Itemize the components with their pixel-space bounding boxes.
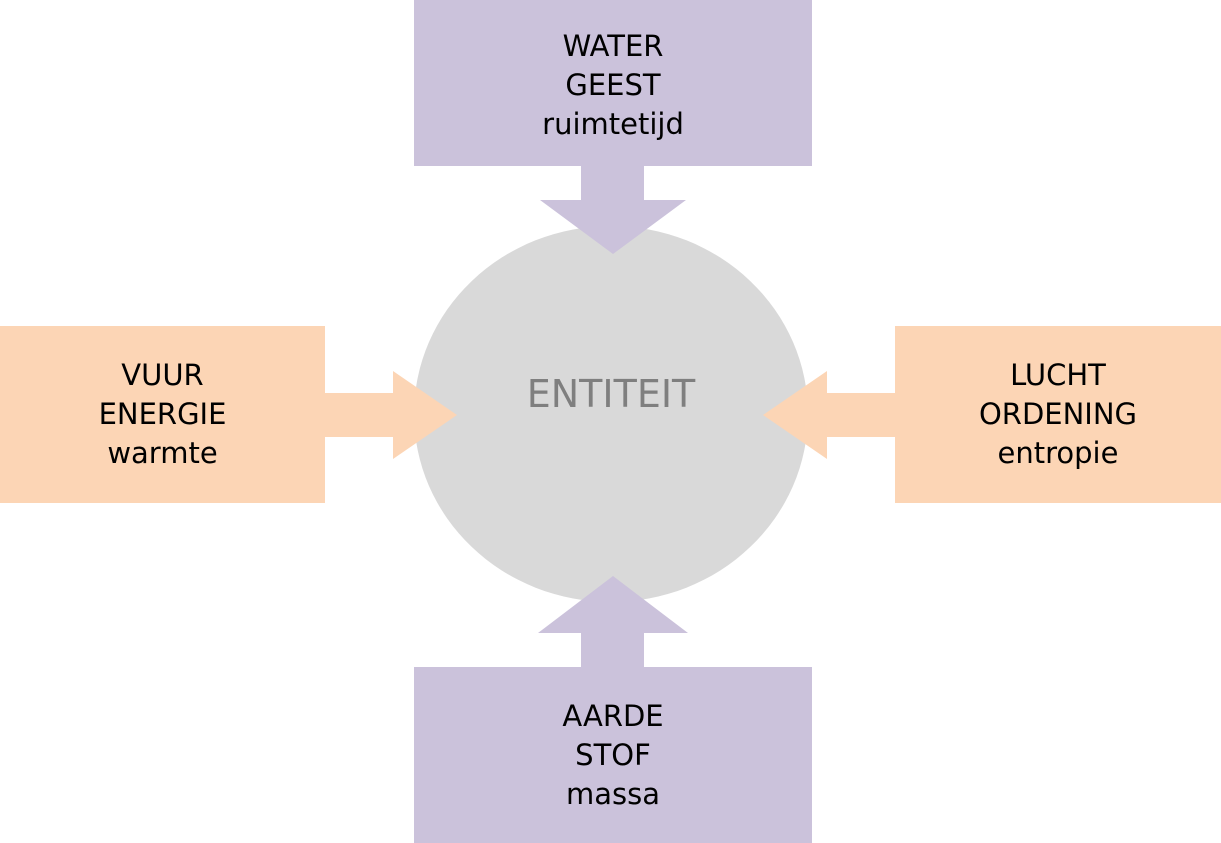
lucht-detail: entropie bbox=[997, 436, 1119, 470]
water-box: WATER GEEST ruimtetijd bbox=[414, 0, 812, 166]
entity-label: ENTITEIT bbox=[526, 372, 696, 416]
vuur-box: VUUR ENERGIE warmte bbox=[0, 326, 325, 503]
water-box-shape bbox=[414, 0, 812, 166]
lucht-sublabel: ORDENING bbox=[978, 397, 1138, 431]
aarde-sublabel: STOF bbox=[575, 737, 651, 772]
vuur-arrow bbox=[325, 371, 457, 459]
lucht-label: LUCHT bbox=[1010, 358, 1106, 392]
vuur-label: VUUR bbox=[121, 358, 204, 392]
water-arrow bbox=[540, 166, 686, 254]
vuur-sublabel: ENERGIE bbox=[98, 397, 227, 431]
vuur-box-shape bbox=[0, 326, 325, 503]
lucht-box: LUCHT ORDENING entropie bbox=[895, 326, 1221, 503]
entity-circle bbox=[414, 226, 808, 602]
aarde-detail: massa bbox=[565, 776, 660, 811]
water-detail: ruimtetijd bbox=[542, 106, 684, 141]
aarde-box-shape bbox=[414, 667, 812, 843]
water-label: WATER bbox=[562, 28, 664, 63]
lucht-box-shape bbox=[895, 326, 1221, 503]
aarde-arrow bbox=[538, 576, 688, 667]
aarde-box: AARDE STOF massa bbox=[414, 667, 812, 843]
water-sublabel: GEEST bbox=[565, 67, 661, 102]
vuur-detail: warmte bbox=[107, 436, 218, 470]
lucht-arrow bbox=[763, 371, 895, 459]
aarde-label: AARDE bbox=[562, 698, 664, 733]
